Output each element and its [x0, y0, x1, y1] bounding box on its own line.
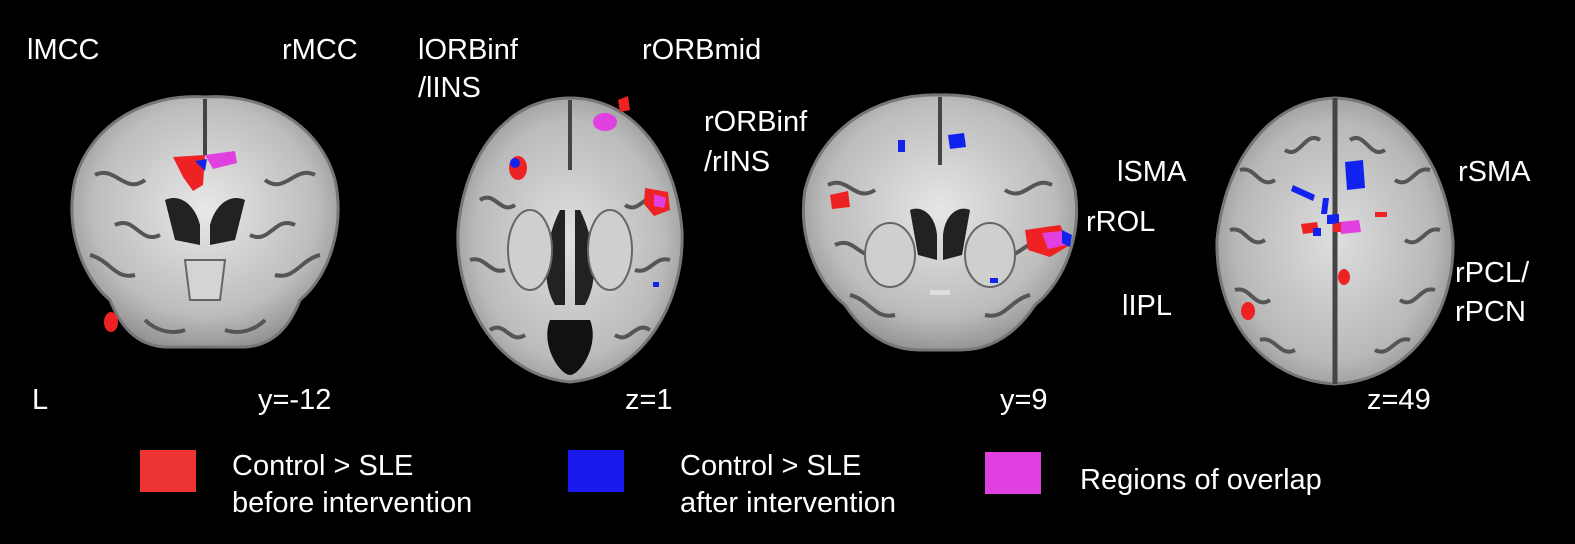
label-rorbinf: rORBinf [704, 106, 808, 138]
brain-slice-axial-1 [456, 96, 684, 384]
brain-slice-axial-2 [1215, 96, 1455, 386]
label-rins: /rINS [704, 146, 771, 178]
activation-blue [1313, 228, 1321, 236]
coord-panel-2: z=1 [625, 384, 673, 416]
legend-swatch-before [140, 450, 196, 492]
activation-blue [1291, 185, 1315, 201]
label-rrol: rROL [1086, 206, 1156, 238]
activation-blue [653, 282, 659, 287]
activation-red [1338, 269, 1350, 285]
activation-magenta [1042, 231, 1066, 249]
coord-panel-4: z=49 [1367, 384, 1431, 416]
label-rorbmid: rORBmid [642, 34, 762, 66]
activation-blue [990, 278, 998, 283]
legend-text-before-line2: before intervention [232, 487, 473, 519]
coord-panel-3: y=9 [1000, 384, 1048, 416]
legend-text-after-line1: Control > SLE [680, 450, 862, 482]
legend-text-after-line2: after intervention [680, 487, 897, 519]
activation-blue [1062, 230, 1072, 247]
activation-blue [898, 140, 905, 152]
activation-red [830, 191, 850, 209]
label-lipl: lIPL [1122, 290, 1172, 322]
activation-blue [948, 133, 966, 149]
brain-slice-coronal-2 [801, 93, 1079, 352]
legend-text-before-line1: Control > SLE [232, 450, 414, 482]
label-rmcc: rMCC [282, 34, 358, 66]
activation-magenta [1339, 220, 1361, 234]
activation-blue [1345, 160, 1365, 190]
coord-panel-1: y=-12 [258, 384, 332, 416]
legend-text-overlap: Regions of overlap [1080, 464, 1322, 496]
label-lorbinf: lORBinf [418, 34, 518, 66]
label-rpcn: rPCN [1455, 296, 1526, 328]
legend-swatch-after [568, 450, 624, 492]
activation-blue [1321, 198, 1329, 214]
activation-magenta [654, 194, 666, 208]
activation-red [1333, 222, 1341, 232]
brain-slice-coronal-1 [70, 95, 340, 349]
activation-magenta [593, 113, 617, 131]
label-lins: /lINS [418, 72, 481, 104]
activation-blue [510, 158, 520, 168]
activation-red [173, 155, 205, 191]
orientation-marker: L [32, 384, 49, 416]
activation-red [104, 312, 118, 332]
activation-blue [1327, 214, 1339, 224]
label-rsma: rSMA [1458, 156, 1531, 188]
label-rpcl: rPCL/ [1455, 257, 1530, 289]
activation-blue [195, 159, 207, 171]
activation-red [1375, 212, 1387, 217]
legend-swatch-overlap [985, 452, 1041, 494]
label-lsma: lSMA [1117, 156, 1187, 188]
activation-red [618, 96, 630, 112]
label-lmcc: lMCC [27, 34, 100, 66]
activation-red [1241, 302, 1255, 320]
activation-magenta [205, 151, 237, 169]
